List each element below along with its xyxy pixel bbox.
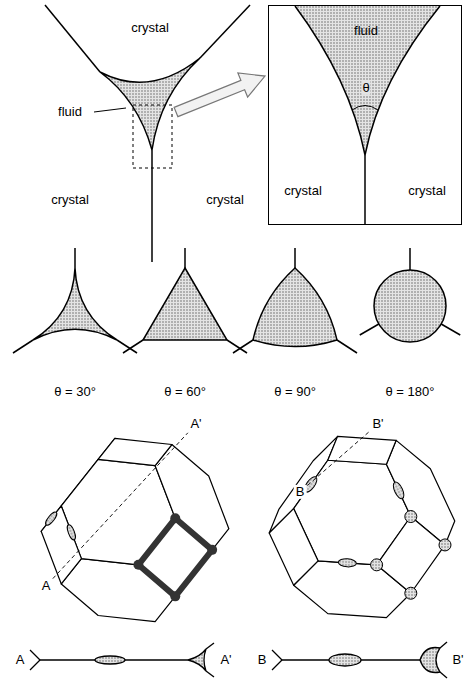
pocket-shape — [360, 248, 460, 342]
section-mark: A' — [188, 417, 203, 431]
angle-label: θ = 180° — [386, 385, 435, 399]
section-line — [53, 432, 369, 579]
angle-label: θ — [361, 81, 370, 95]
section-mark: B — [294, 485, 307, 499]
section-mark: B' — [370, 417, 385, 431]
phase-label: crystal — [131, 21, 169, 35]
section-mark: B' — [450, 653, 465, 667]
section-mark: A — [40, 579, 53, 593]
phase-label: crystal — [284, 184, 322, 198]
grain-polyhedron — [41, 438, 229, 621]
section-mark: A' — [218, 653, 233, 667]
phase-label: fluid — [58, 105, 82, 119]
pocket-shape — [123, 248, 247, 353]
angle-label: θ = 30° — [54, 385, 96, 399]
angle-label: θ = 60° — [164, 385, 206, 399]
pocket-shape — [13, 248, 137, 353]
inset-frame: fluid θ crystal crystal — [268, 5, 462, 225]
pocket-shape — [233, 248, 357, 353]
phase-label: fluid — [354, 24, 378, 38]
phase-label: crystal — [408, 184, 446, 198]
section-mark: A — [14, 653, 27, 667]
grain-polyhedron — [269, 436, 455, 617]
angle-label: θ = 90° — [274, 385, 316, 399]
triple-junction — [45, 5, 250, 262]
cross-section — [30, 642, 447, 678]
phase-label: crystal — [51, 193, 89, 207]
phase-label: crystal — [206, 193, 244, 207]
zoom-arrow — [171, 64, 270, 124]
section-mark: B — [256, 653, 269, 667]
